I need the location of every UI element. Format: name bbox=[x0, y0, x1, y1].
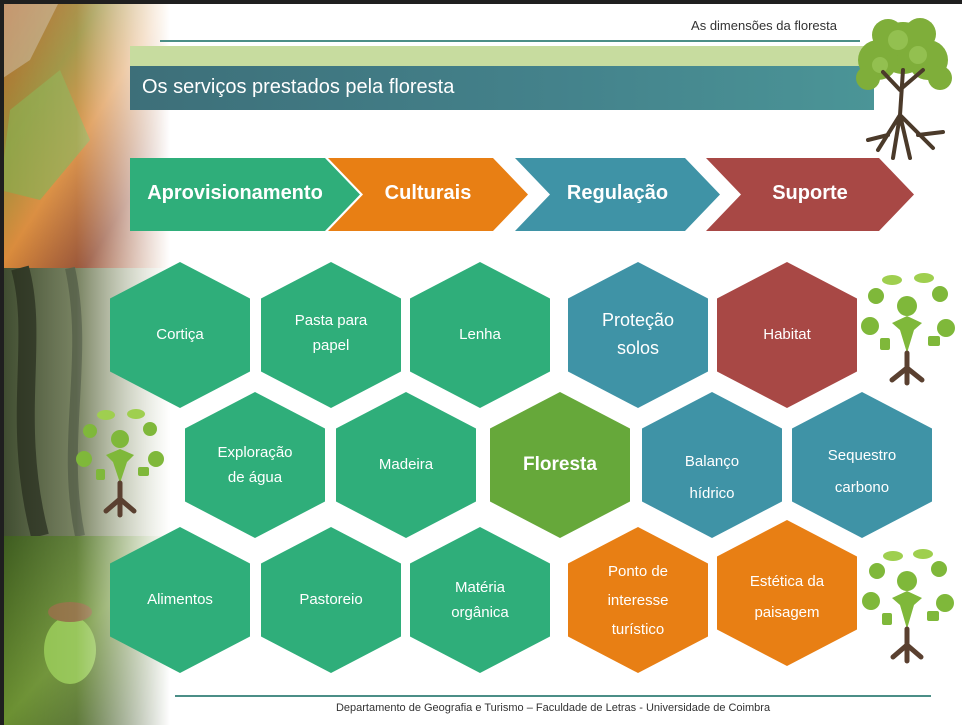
category-suporte: Suporte bbox=[706, 158, 914, 231]
hex-floresta-label: Floresta bbox=[523, 454, 597, 475]
eco-tree-icon bbox=[70, 405, 170, 525]
title-band: Os serviços prestados pela floresta bbox=[130, 66, 874, 110]
frame-left-border bbox=[0, 0, 4, 725]
hex-alimentos-label: Alimentos bbox=[147, 591, 213, 608]
footer-text: Departamento de Geografia e Turismo – Fa… bbox=[335, 702, 771, 714]
hex-alimentos: Alimentos bbox=[110, 527, 250, 673]
category-culturais-label: Culturais bbox=[384, 182, 472, 204]
hex-floresta: Floresta bbox=[490, 392, 630, 538]
hex-madeira: Madeira bbox=[336, 392, 476, 538]
hex-habitat-label: Habitat bbox=[763, 326, 811, 343]
eco-tree-icon bbox=[852, 268, 962, 393]
category-aprovisionamento-label: Aprovisionamento bbox=[147, 182, 323, 204]
category-regulacao-label: Regulação bbox=[566, 182, 669, 204]
hex-lenha: Lenha bbox=[410, 262, 550, 408]
hex-habitat: Habitat bbox=[717, 262, 857, 408]
title-band-accent bbox=[130, 46, 874, 66]
category-aprovisionamento: Aprovisionamento bbox=[130, 158, 360, 231]
tree-icon bbox=[848, 10, 958, 160]
hex-pastoreio-label: Pastoreio bbox=[299, 591, 363, 608]
eco-tree-icon bbox=[855, 545, 960, 670]
category-suporte-label: Suporte bbox=[772, 182, 848, 204]
hex-pastoreio: Pastoreio bbox=[261, 527, 401, 673]
footer-divider bbox=[175, 695, 931, 697]
section-title: As dimensões da floresta bbox=[691, 18, 837, 33]
hex-cortica-label: Cortiça bbox=[156, 326, 204, 343]
frame-top-border bbox=[0, 0, 962, 4]
header-divider bbox=[160, 40, 860, 42]
hex-lenha-label: Lenha bbox=[459, 326, 501, 343]
hex-cortica: Cortiça bbox=[110, 262, 250, 408]
category-regulacao: Regulação bbox=[515, 158, 720, 231]
category-culturais: Culturais bbox=[328, 158, 528, 231]
hex-madeira-label: Madeira bbox=[378, 456, 434, 473]
slide-title: Os serviços prestados pela floresta bbox=[142, 76, 455, 98]
